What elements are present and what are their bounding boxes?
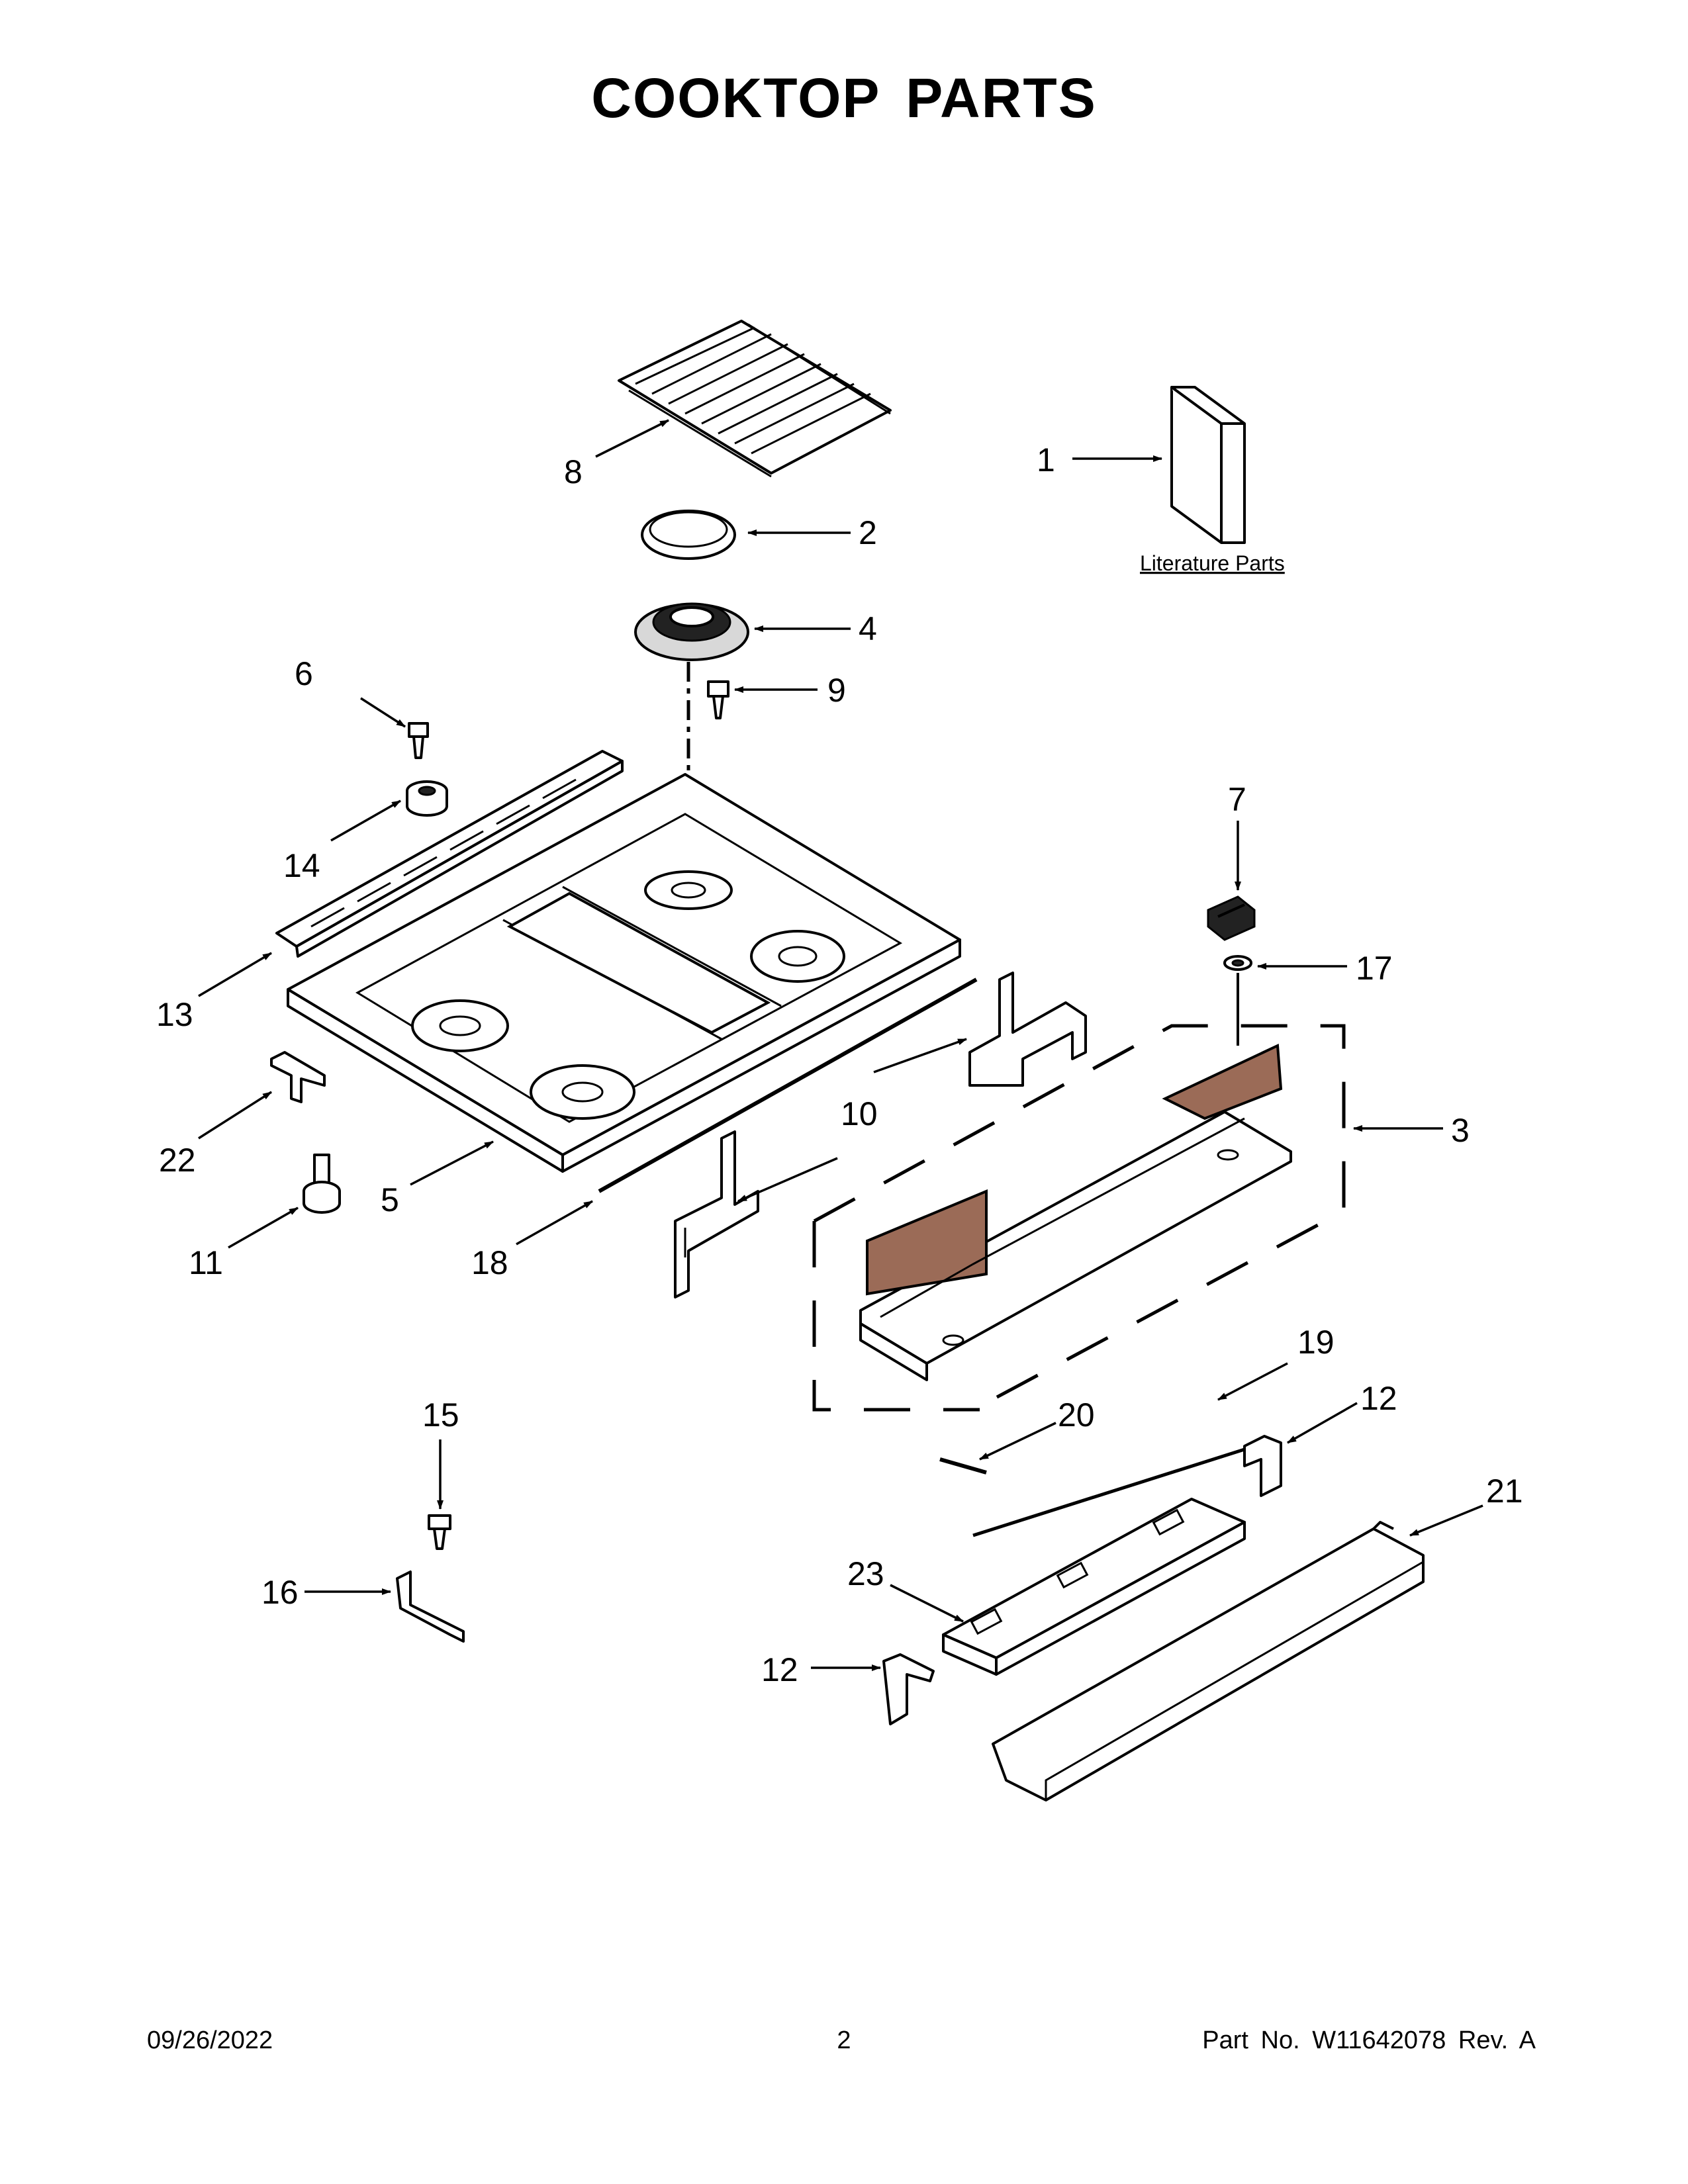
callout-8: 8: [564, 453, 583, 490]
leader-10a: [873, 1038, 967, 1073]
literature-parts-label[interactable]: Literature Parts: [1140, 551, 1285, 575]
callout-11: 11: [189, 1244, 223, 1281]
leader-20: [979, 1422, 1056, 1461]
leader-12a: [1287, 1402, 1358, 1444]
leader-14: [330, 799, 401, 842]
callout-23: 23: [847, 1555, 884, 1592]
leader-23: [890, 1584, 964, 1623]
callout-9: 9: [827, 672, 846, 709]
callout-20: 20: [1058, 1396, 1095, 1433]
callout-7: 7: [1228, 781, 1246, 818]
leader-8: [595, 419, 669, 458]
bracket-10-right-part: [968, 972, 1087, 1087]
callout-16: 16: [261, 1574, 299, 1611]
bracket-22-part: [270, 1051, 326, 1103]
leader-10b: [737, 1157, 838, 1203]
control-knob-part: [1207, 895, 1256, 941]
leveling-leg-part: [303, 1154, 341, 1214]
leader-19: [1217, 1362, 1288, 1401]
trim-strip-part: [598, 978, 978, 1193]
callout-13: 13: [156, 996, 193, 1033]
callout-12-upper: 12: [1360, 1380, 1397, 1417]
literature-booklet-part: [1170, 386, 1246, 544]
grate-part: [618, 320, 892, 478]
rear-trim-part: [275, 750, 624, 958]
footer-part-number: Part No. W11642078 Rev. A: [1202, 2026, 1536, 2054]
callout-5: 5: [381, 1181, 399, 1218]
leader-18: [516, 1200, 593, 1246]
callout-21: 21: [1486, 1473, 1523, 1510]
callout-15: 15: [422, 1396, 459, 1433]
rod-20-part: [939, 1457, 987, 1475]
screw-15-part: [428, 1514, 451, 1550]
control-panel-assembly-outline: [812, 1024, 1346, 1412]
knob-ring-part: [1223, 955, 1252, 971]
burner-base-part: [634, 602, 749, 661]
callout-14: 14: [283, 847, 320, 884]
callout-3: 3: [1451, 1112, 1470, 1149]
callout-18: 18: [471, 1244, 508, 1281]
callout-10: 10: [841, 1095, 878, 1132]
leader-21: [1409, 1504, 1483, 1537]
lower-trim-part: [992, 1521, 1425, 1801]
screw-9-part: [707, 680, 729, 719]
bracket-10-left-part: [674, 1130, 759, 1298]
leader-22: [198, 1091, 272, 1140]
control-panel-part: [859, 1043, 1292, 1381]
callout-17: 17: [1356, 950, 1393, 987]
leader-11: [228, 1206, 299, 1249]
page-title: COOKTOP PARTS: [591, 67, 1097, 129]
control-board-part: [942, 1498, 1246, 1676]
callout-12-lower: 12: [761, 1651, 798, 1688]
bracket-16-part: [396, 1570, 465, 1643]
grommet-part: [406, 780, 448, 817]
callout-4: 4: [859, 610, 877, 647]
screw-6-part: [408, 722, 429, 759]
callout-22: 22: [159, 1142, 196, 1179]
bracket-12-upper-part: [1243, 1435, 1282, 1497]
leader-13: [198, 952, 272, 997]
burner-cap-part: [641, 510, 736, 560]
callout-19: 19: [1297, 1324, 1335, 1361]
footer-date: 09/26/2022: [147, 2026, 273, 2054]
cooktop-panel-part: [287, 773, 961, 1173]
leader-5: [410, 1140, 494, 1186]
callout-2: 2: [859, 514, 877, 551]
bracket-12-lower-part: [882, 1653, 935, 1725]
footer-page-number: 2: [837, 2026, 851, 2054]
callout-6: 6: [295, 655, 313, 692]
rod-19-part: [972, 1447, 1245, 1537]
callout-1: 1: [1037, 441, 1055, 478]
leader-6: [360, 697, 406, 728]
